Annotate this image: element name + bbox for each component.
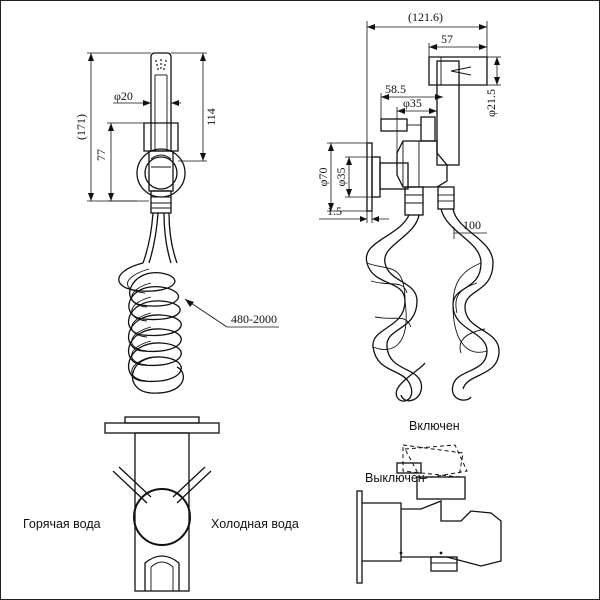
hose-connector-left [404,186,424,216]
dim-d21-5: φ21.5 [484,89,498,117]
dim-d35-top: φ35 [403,96,422,110]
dim-hose-length: 480-2000 [231,312,277,326]
side-view [366,56,488,216]
head-body [150,52,172,152]
label-hot-water: Горячая вода [23,517,101,531]
coiled-hose-right [365,208,500,402]
coiled-hose-left [118,262,185,394]
wall-flange-outer [136,148,186,198]
dim-121-6: (121.6) [408,10,443,24]
wall-flange-inner [144,156,178,190]
dim-114: 114 [204,108,218,126]
head-body-side [436,60,460,166]
dim-d20: φ20 [114,89,133,103]
dim-171: (171) [74,114,88,140]
dim-d70: φ70 [316,168,330,187]
dim-77: 77 [94,149,108,161]
label-on: Включен [409,419,460,433]
valve-body-onoff [401,500,502,567]
dim-1-5: 1.5 [327,204,342,218]
handle-off [416,476,466,500]
spray-dots-icon [155,59,167,70]
dim-57: 57 [441,32,453,46]
holder-bracket [143,122,179,152]
valve-body [396,140,448,188]
handle-knob [133,488,191,546]
front-view-shower-head [136,52,186,264]
dim-100: 100 [463,218,481,232]
hose-connector [150,190,172,214]
wall-plate-top [104,422,220,434]
dims-top-right [319,21,501,239]
wall-plate-onoff [356,490,363,584]
label-cold-water: Холодная вода [211,517,299,531]
holder-clip [144,555,180,591]
hose-connector-right [437,186,455,210]
wall-plate [366,142,373,212]
lever [380,118,408,132]
handle-on-dashed [404,444,468,480]
on-off-view [356,444,502,584]
dim-d35-left: φ35 [334,168,348,187]
top-view-valve [104,416,220,592]
dim-58-5: 58.5 [385,82,406,96]
dims-top-left [87,52,279,328]
label-off: Выключен [365,471,425,485]
valve-body-top [134,432,190,592]
